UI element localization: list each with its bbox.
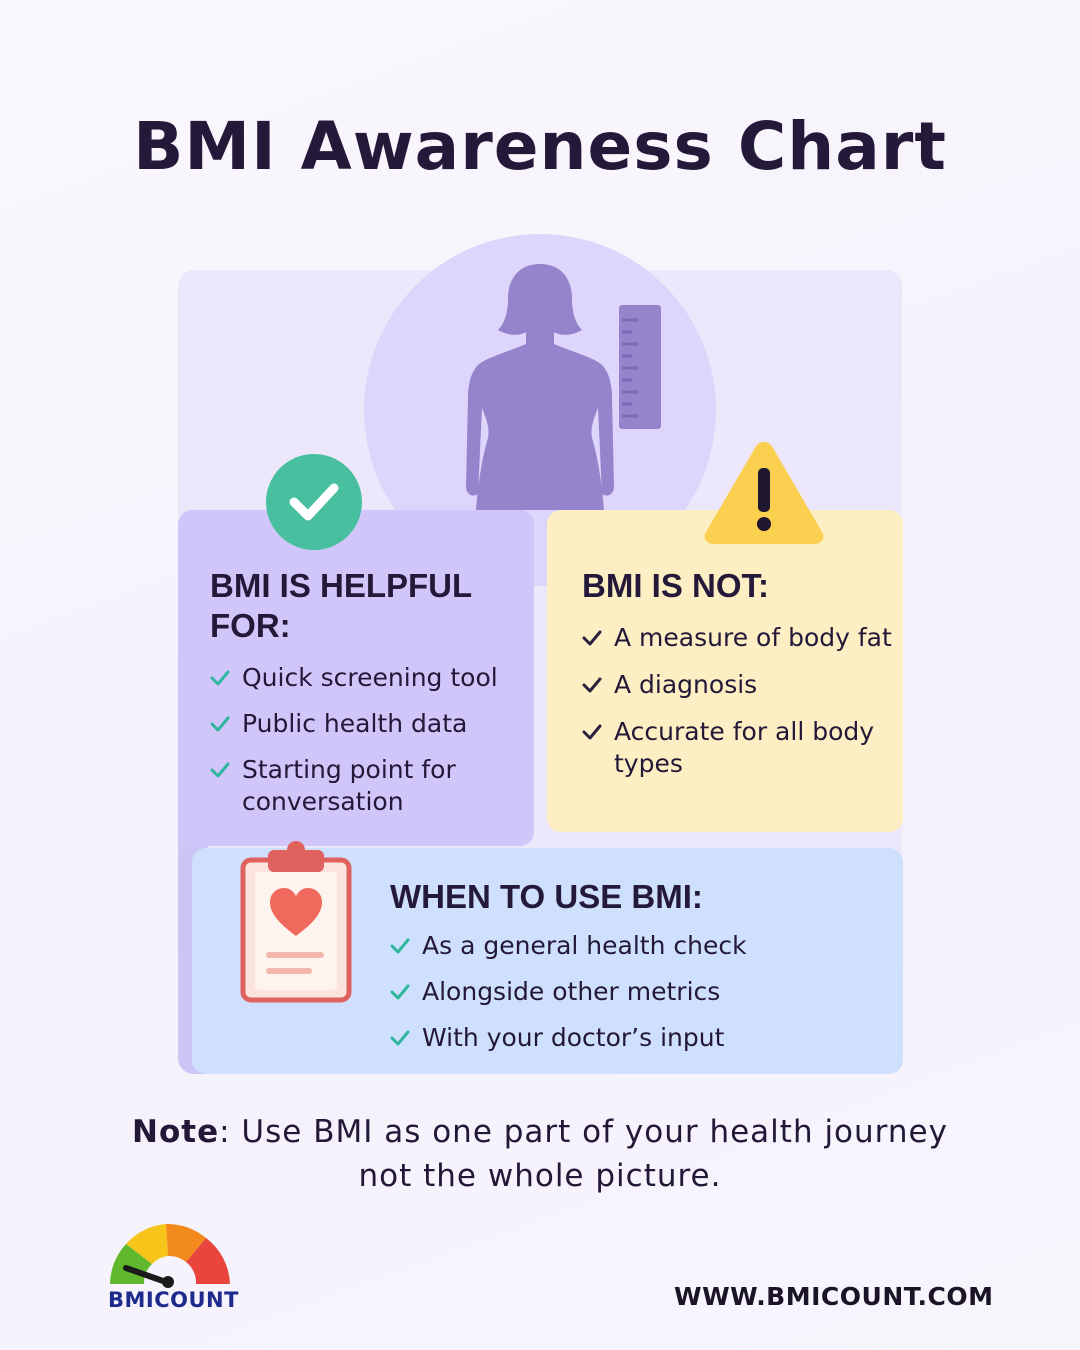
list-item-label: A diagnosis bbox=[614, 670, 758, 699]
check-icon bbox=[210, 716, 230, 732]
note-label: Note bbox=[132, 1114, 220, 1150]
check-icon bbox=[390, 1030, 410, 1046]
brand-logo-text: BMICOUNT bbox=[108, 1288, 239, 1312]
list-item: Starting point for conversation bbox=[210, 754, 520, 818]
check-icon bbox=[582, 630, 602, 646]
warning-triangle-icon bbox=[704, 442, 824, 544]
check-icon bbox=[390, 938, 410, 954]
list-item-label: With your doctor’s input bbox=[422, 1023, 725, 1052]
list-item: As a general health check bbox=[390, 930, 890, 962]
list-item-label: Starting point for conversation bbox=[242, 755, 456, 816]
note-text: Note: Use BMI as one part of your health… bbox=[120, 1110, 960, 1198]
list-item-label: A measure of body fat bbox=[614, 623, 892, 652]
list-item: Public health data bbox=[210, 708, 520, 740]
not-heading: BMI IS NOT: bbox=[582, 567, 769, 604]
list-item-label: As a general health check bbox=[422, 931, 747, 960]
list-item: A measure of body fat bbox=[582, 622, 902, 654]
check-icon bbox=[582, 677, 602, 693]
not-card: BMI IS NOT: A measure of body fat A diag… bbox=[547, 510, 903, 832]
gauge-logo-icon bbox=[110, 1223, 230, 1288]
page-title: BMI Awareness Chart bbox=[133, 108, 947, 185]
list-item: With your doctor’s input bbox=[390, 1022, 890, 1054]
list-item: Accurate for all body types bbox=[582, 716, 902, 780]
list-item-label: Public health data bbox=[242, 709, 468, 738]
helpful-heading: BMI IS HELPFUL FOR: bbox=[210, 567, 472, 644]
when-list: As a general health check Alongside othe… bbox=[390, 930, 890, 1068]
list-item-label: Alongside other metrics bbox=[422, 977, 721, 1006]
clipboard-heart-icon bbox=[240, 841, 352, 1003]
check-mark-icon bbox=[289, 483, 339, 521]
list-item-label: Quick screening tool bbox=[242, 663, 498, 692]
when-heading: WHEN TO USE BMI: bbox=[390, 878, 703, 915]
helpful-card: BMI IS HELPFUL FOR: Quick screening tool… bbox=[178, 510, 534, 846]
website-link[interactable]: WWW.BMICOUNT.COM bbox=[674, 1282, 994, 1311]
check-icon bbox=[390, 984, 410, 1000]
not-list: A measure of body fat A diagnosis Accura… bbox=[582, 622, 902, 795]
list-item-label: Accurate for all body types bbox=[614, 717, 875, 778]
helpful-list: Quick screening tool Public health data … bbox=[210, 662, 520, 832]
list-item: A diagnosis bbox=[582, 669, 902, 701]
ruler-icon bbox=[619, 305, 661, 429]
list-item: Alongside other metrics bbox=[390, 976, 890, 1008]
list-item: Quick screening tool bbox=[210, 662, 520, 694]
check-icon bbox=[210, 762, 230, 778]
check-icon bbox=[210, 670, 230, 686]
check-circle-icon bbox=[266, 454, 362, 550]
note-body: : Use BMI as one part of your health jou… bbox=[219, 1114, 948, 1194]
check-icon bbox=[582, 724, 602, 740]
woman-silhouette-icon bbox=[466, 264, 614, 510]
